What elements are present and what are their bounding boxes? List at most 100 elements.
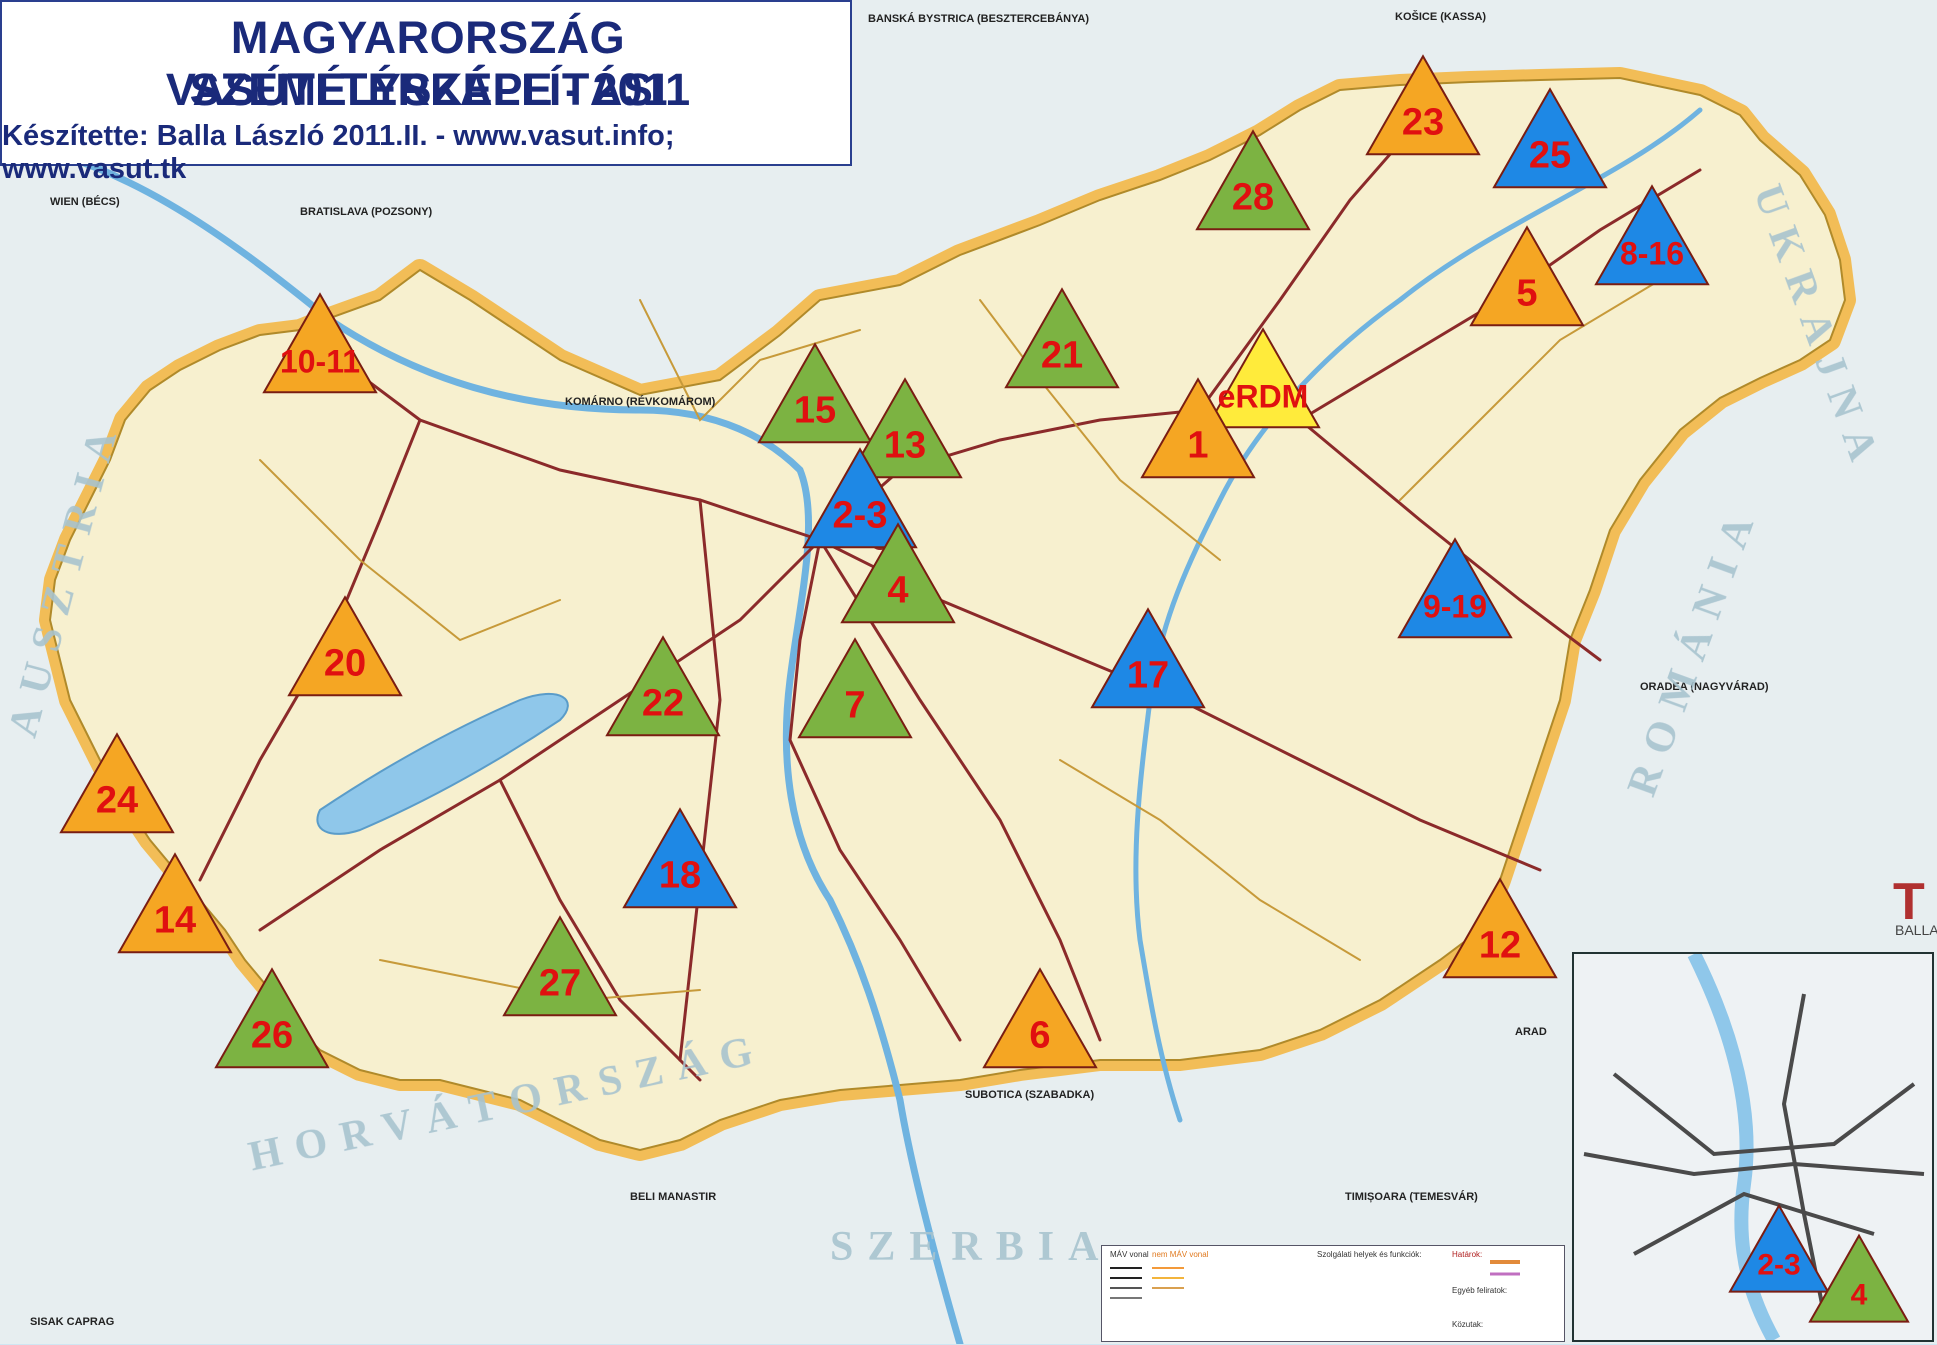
marker-triangle[interactable] <box>1004 287 1120 389</box>
marker-triangle[interactable] <box>1140 377 1256 479</box>
rail-line <box>1298 418 1602 662</box>
marker-triangle[interactable] <box>847 377 963 479</box>
country-label: SZERBIA <box>830 1224 1112 1270</box>
place-label: BANSKÁ BYSTRICA (BESZTERCEBÁNYA) <box>868 12 1089 25</box>
region-marker[interactable]: 6 <box>982 967 1098 1069</box>
region-marker[interactable]: 2-3 <box>802 447 918 549</box>
place-label: WIEN (BÉCS) <box>50 195 120 208</box>
marker-label: 7 <box>844 685 865 727</box>
region-marker[interactable]: 5 <box>1469 225 1585 327</box>
marker-triangle[interactable] <box>287 595 403 697</box>
region-marker[interactable]: 10-11 <box>262 292 378 394</box>
legend-swatches <box>1110 1260 1520 1299</box>
region-marker[interactable]: 9-19 <box>1397 537 1513 639</box>
place-label: KOMÁRNO (RÉVKOMÁROM) <box>565 395 716 408</box>
legend-roads: Közutak: <box>1452 1320 1484 1329</box>
rail-line <box>979 299 1221 561</box>
marker-label: 1 <box>1187 425 1208 467</box>
legend-mav: MÁV vonal <box>1110 1250 1149 1259</box>
marker-triangle[interactable] <box>1728 1203 1830 1293</box>
marker-triangle[interactable] <box>802 447 918 549</box>
region-marker[interactable]: 25 <box>1492 87 1608 189</box>
region-marker[interactable]: 8-16 <box>1594 184 1710 286</box>
rail-line <box>639 299 861 422</box>
rail-line <box>498 778 702 1082</box>
region-marker[interactable]: 12 <box>1442 877 1558 979</box>
marker-triangle[interactable] <box>797 637 913 739</box>
map-author: Készítette: Balla László 2011.II. - www.… <box>2 120 675 185</box>
rail-line <box>259 459 561 642</box>
place-label: ORADEA (NAGYVÁRAD) <box>1640 680 1769 693</box>
marker-triangle[interactable] <box>757 342 873 444</box>
marker-label: 9-19 <box>1423 589 1487 625</box>
place-label: BELI MANASTIR <box>630 1191 716 1203</box>
marker-triangle[interactable] <box>1090 607 1206 709</box>
region-marker[interactable]: 20 <box>287 595 403 697</box>
legend-nonmav: nem MÁV vonal <box>1152 1250 1209 1259</box>
region-marker[interactable]: 17 <box>1090 607 1206 709</box>
marker-label: eRDM <box>1218 379 1309 415</box>
region-marker[interactable]: 28 <box>1195 129 1311 231</box>
marker-label: 24 <box>96 780 138 822</box>
region-marker[interactable]: 1 <box>1140 377 1256 479</box>
rail-line <box>1633 1191 1875 1256</box>
marker-label: 18 <box>659 855 701 897</box>
region-marker[interactable]: eRDM <box>1205 327 1321 429</box>
region-marker[interactable]: 14 <box>117 852 233 954</box>
rail-line <box>258 538 822 932</box>
marker-label: 4 <box>887 570 908 612</box>
marker-label: 12 <box>1479 925 1521 967</box>
place-label: SISAK CAPRAG <box>30 1316 114 1328</box>
region-marker[interactable]: 7 <box>797 637 913 739</box>
region-marker[interactable]: 27 <box>502 915 618 1017</box>
marker-triangle[interactable] <box>502 915 618 1017</box>
region-marker[interactable]: 24 <box>59 732 175 834</box>
region-marker[interactable]: 23 <box>1365 54 1481 156</box>
legend-borders: Határok: <box>1452 1250 1483 1259</box>
marker-triangle[interactable] <box>117 852 233 954</box>
map-title: MAGYARORSZÁG SZEMÉLYSZÁLLÍTÁSI <box>189 12 667 115</box>
region-marker[interactable]: 18 <box>622 807 738 909</box>
region-marker[interactable]: 4 <box>1808 1233 1910 1323</box>
marker-label: 22 <box>642 683 684 725</box>
marker-triangle[interactable] <box>622 807 738 909</box>
map-legend: MÁV vonal nem MÁV vonal Szolgálati helye… <box>1101 1245 1565 1342</box>
marker-label: 10-11 <box>280 344 360 380</box>
marker-triangle[interactable] <box>1397 537 1513 639</box>
marker-label: 28 <box>1232 177 1274 219</box>
marker-triangle[interactable] <box>840 522 956 624</box>
secondary-rail <box>259 279 1661 1002</box>
marker-triangle[interactable] <box>1195 129 1311 231</box>
marker-triangle[interactable] <box>214 967 330 1069</box>
region-marker[interactable]: 21 <box>1004 287 1120 389</box>
marker-triangle[interactable] <box>1205 327 1321 429</box>
marker-triangle[interactable] <box>59 732 175 834</box>
marker-triangle[interactable] <box>1492 87 1608 189</box>
region-marker[interactable]: 15 <box>757 342 873 444</box>
place-labels: WIEN (BÉCS) BRATISLAVA (POZSONY) KOMÁRNO… <box>30 10 1769 1328</box>
marker-label: 14 <box>154 900 196 942</box>
rail-line <box>298 328 822 542</box>
marker-label: 13 <box>884 425 926 467</box>
map-title-year: VASÚTI TÉRKÉPE - 2011 <box>165 64 691 115</box>
region-marker[interactable]: 22 <box>605 635 721 737</box>
marker-triangle[interactable] <box>1442 877 1558 979</box>
marker-triangle[interactable] <box>1808 1233 1910 1323</box>
brand-logo-sub: BALLA <box>1895 922 1937 938</box>
region-marker[interactable]: 4 <box>840 522 956 624</box>
marker-label: 20 <box>324 643 366 685</box>
marker-label: 26 <box>251 1015 293 1057</box>
region-marker[interactable]: 2-3 <box>1728 1203 1830 1293</box>
marker-triangle[interactable] <box>262 292 378 394</box>
region-marker[interactable]: 13 <box>847 377 963 479</box>
place-label: TIMIȘOARA (TEMESVÁR) <box>1345 1190 1478 1203</box>
marker-label: 15 <box>794 390 836 432</box>
marker-triangle[interactable] <box>982 967 1098 1069</box>
tisza-river <box>1133 107 1703 1123</box>
region-marker[interactable]: 26 <box>214 967 330 1069</box>
marker-triangle[interactable] <box>1365 54 1481 156</box>
marker-triangle[interactable] <box>1469 225 1585 327</box>
marker-triangle[interactable] <box>1594 184 1710 286</box>
marker-triangle[interactable] <box>605 635 721 737</box>
